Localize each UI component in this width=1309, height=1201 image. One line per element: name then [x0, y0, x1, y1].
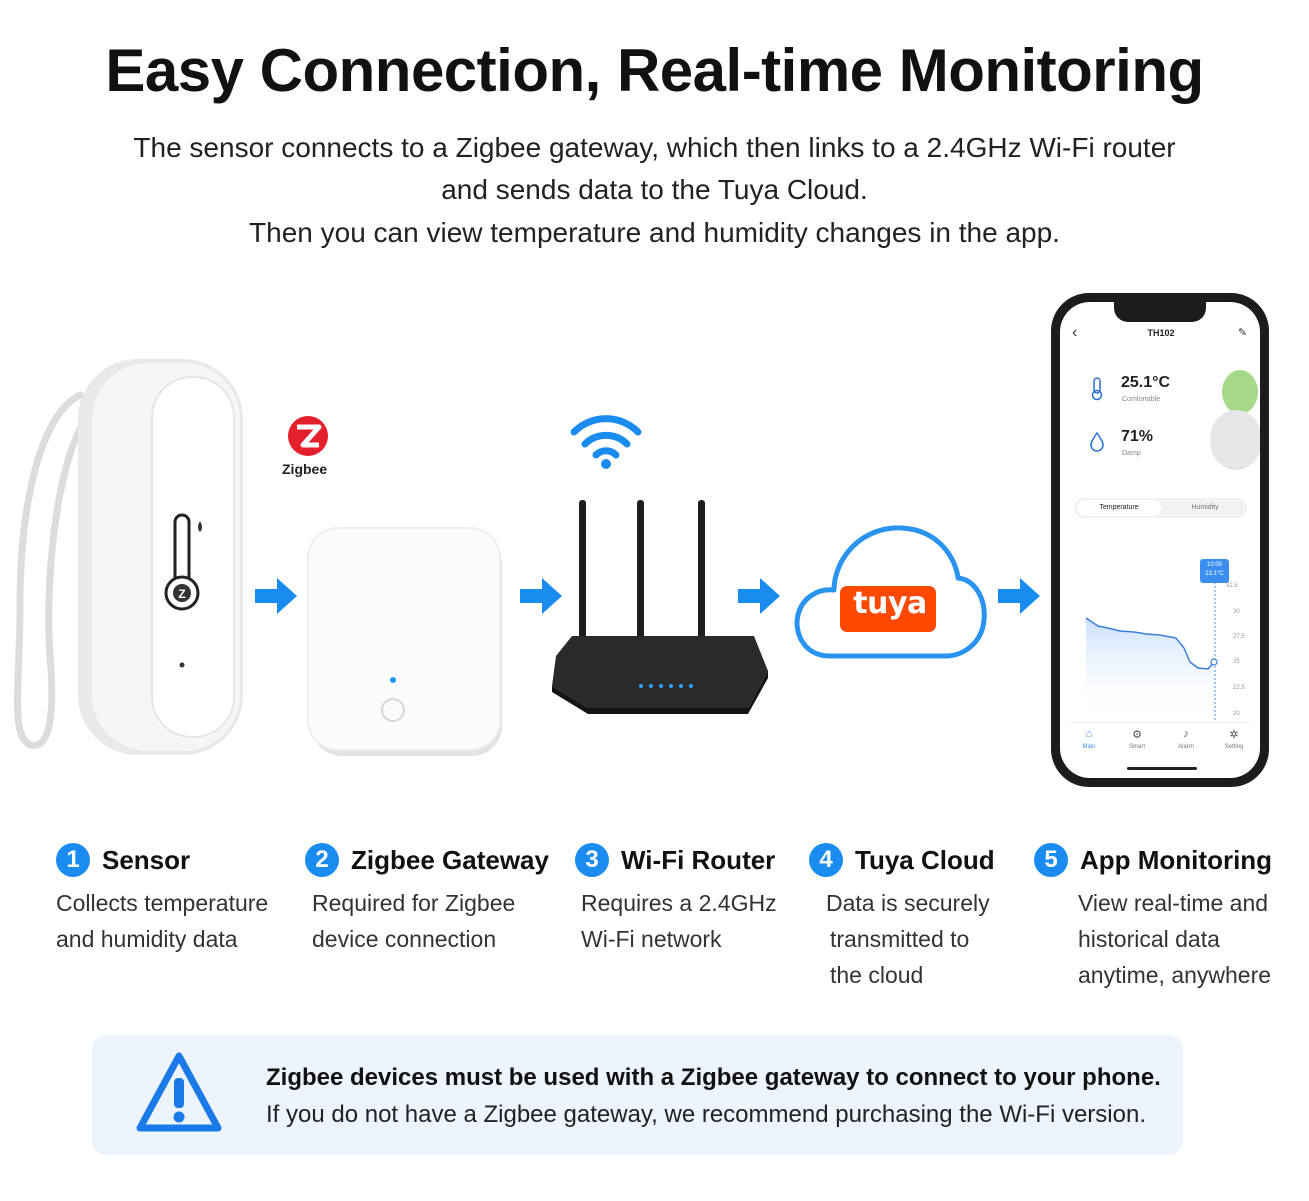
step-desc-line: and humidity data: [56, 926, 238, 952]
subtitle-line: The sensor connects to a Zigbee gateway,…: [133, 132, 1176, 163]
home-icon[interactable]: ⌂: [1085, 728, 1093, 740]
step-sensor: 1 Sensor Collects temperature and humidity…: [56, 843, 268, 957]
arrow-right-icon: [738, 578, 780, 614]
subtitle-line: and sends data to the Tuya Cloud.: [441, 174, 868, 205]
humidity-drop-icon: [1090, 431, 1104, 452]
device-name: TH102: [1147, 328, 1175, 338]
bell-icon[interactable]: ♪: [1183, 728, 1189, 740]
step-title: Wi-Fi Router: [621, 844, 776, 875]
tab-temperature[interactable]: Temperature: [1077, 500, 1161, 516]
zigbee-logo-icon: [288, 416, 328, 456]
step-desc-line: anytime, anywhere: [1078, 962, 1272, 988]
smart-icon[interactable]: ⚙: [1132, 729, 1142, 741]
step-zigbee-gateway: 2 Zigbee Gateway Required for Zigbee devic…: [305, 843, 549, 957]
warning-title: Zigbee devices must be used with a Zigbe…: [266, 1064, 1161, 1091]
step-desc-line: historical data: [1078, 926, 1220, 952]
step-number-badge: 2: [305, 843, 339, 877]
nav-main[interactable]: Main: [1082, 744, 1096, 750]
tuya-cloud-icon: [794, 525, 987, 659]
chart-line: [1085, 617, 1215, 670]
zigbee-logo-label: Zigbee: [282, 461, 328, 477]
edit-icon[interactable]: ✎: [1238, 327, 1248, 339]
y-tick-label: 22.5: [1233, 685, 1245, 691]
step-number-badge: 4: [809, 843, 843, 877]
nav-smart[interactable]: Smart: [1128, 744, 1145, 750]
step-number-badge: 5: [1034, 843, 1068, 877]
step-number-badge: 3: [575, 843, 609, 877]
phone-notch: [1114, 300, 1206, 322]
step-desc-line: the cloud: [830, 962, 924, 988]
tuya-logo-label: tuya: [853, 586, 927, 621]
back-icon[interactable]: ‹: [1072, 324, 1078, 341]
y-tick-label: 32.5: [1226, 583, 1238, 589]
step-title: Zigbee Gateway: [351, 844, 549, 875]
y-tick-label: 30: [1233, 609, 1240, 615]
step-title: Sensor: [102, 844, 191, 875]
warning-triangle-icon: [136, 1052, 222, 1132]
thermometer-icon: [1091, 377, 1103, 401]
plant-decoration: [1210, 370, 1260, 470]
step-desc-line: Required for Zigbee: [312, 890, 516, 916]
y-tick-label: 27.5: [1233, 634, 1245, 640]
step-title: Tuya Cloud: [855, 844, 995, 875]
tooltip-time: 10:00: [1206, 562, 1222, 568]
temperature-status: Comfortable: [1122, 396, 1161, 403]
step-tuya-cloud: 4 Tuya Cloud Data is securely transmitted …: [809, 843, 995, 993]
warning-text: If you do not have a Zigbee gateway, we …: [266, 1101, 1146, 1128]
home-indicator: [1127, 767, 1197, 770]
nav-divider: [1070, 722, 1250, 723]
arrow-right-icon: [520, 578, 562, 614]
temperature-history-chart: [1085, 582, 1218, 720]
step-desc-line: Requires a 2.4GHz: [581, 890, 777, 916]
arrow-right-icon: [998, 578, 1040, 614]
tab-humidity[interactable]: Humidity: [1191, 504, 1219, 511]
sensor-device-image: Z: [14, 359, 243, 755]
step-desc-line: Data is securely: [826, 890, 990, 916]
gear-icon[interactable]: ✲: [1229, 729, 1239, 741]
warning-box: [92, 1035, 1183, 1155]
y-tick-label: 25: [1233, 659, 1240, 665]
nav-setting[interactable]: Setting: [1224, 744, 1244, 750]
zigbee-gateway-image: [307, 527, 502, 756]
y-tick-label: 20: [1233, 711, 1240, 717]
chart-area: [1086, 618, 1214, 720]
step-app-monitoring: 5 App Monitoring View real-time and histor…: [1034, 843, 1272, 993]
arrow-right-icon: [255, 578, 297, 614]
humidity-value: 71%: [1121, 428, 1154, 445]
wifi-icon: [570, 415, 642, 469]
step-desc-line: Collects temperature: [56, 890, 269, 916]
step-title: App Monitoring: [1080, 844, 1273, 875]
tooltip-value: 23.1°C: [1205, 571, 1224, 577]
temperature-value: 25.1°C: [1121, 374, 1171, 391]
step-desc-line: Wi-Fi network: [581, 926, 722, 952]
step-desc-line: transmitted to: [830, 926, 970, 952]
subtitle-line: Then you can view temperature and humidi…: [249, 217, 1060, 248]
humidity-status: Damp: [1122, 450, 1141, 457]
chart-tooltip: [1200, 559, 1229, 583]
step-number-badge: 1: [56, 843, 90, 877]
step-desc-line: View real-time and: [1078, 890, 1269, 916]
chart-cursor-point: [1210, 658, 1218, 666]
svg-text:Z: Z: [178, 587, 185, 601]
step-desc-line: device connection: [312, 926, 497, 952]
wifi-router-image: [552, 500, 768, 714]
nav-alarm[interactable]: Alarm: [1178, 744, 1194, 750]
page-title: Easy Connection, Real-time Monitoring: [105, 37, 1204, 104]
